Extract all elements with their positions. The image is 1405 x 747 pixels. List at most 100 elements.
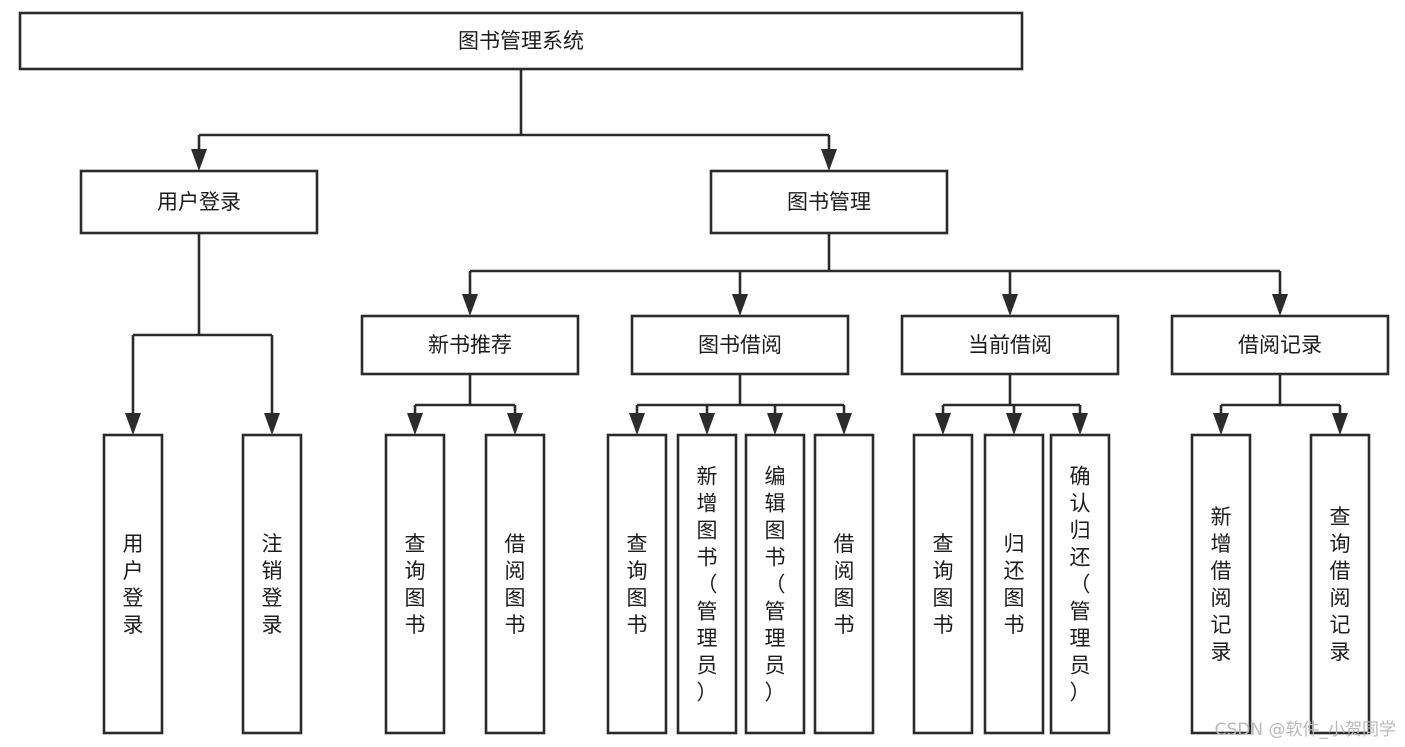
- node-borrow-record[interactable]: 借阅记录: [1170, 314, 1390, 376]
- arrow-head-icon: [191, 149, 207, 171]
- node-borrow-record-label: 借阅记录: [1238, 333, 1322, 357]
- node-root[interactable]: 图书管理系统: [18, 11, 1024, 71]
- node-leaf-confirm-return-admin-box[interactable]: [1049, 433, 1111, 735]
- node-leaf-query-book-rec-label-char-0: 查: [405, 532, 426, 556]
- node-leaf-query-book-current-label-char-1: 询: [933, 559, 954, 583]
- node-leaf-query-book-rec-box[interactable]: [384, 433, 446, 735]
- node-leaf-logout-label-char-3: 录: [262, 613, 283, 637]
- node-leaf-confirm-return-admin-label-char-8: ）: [1070, 681, 1091, 705]
- node-leaf-confirm-return-admin-label-char-2: 归: [1070, 519, 1091, 543]
- node-leaf-edit-book-admin-label-char-5: 管: [765, 600, 786, 624]
- node-leaf-return-book-label-char-2: 图: [1004, 586, 1025, 610]
- node-leaf-add-book-admin-label-char-2: 图: [697, 519, 718, 543]
- node-new-book-recommend-box[interactable]: [360, 314, 580, 376]
- node-leaf-borrow-book-label-char-2: 图: [834, 586, 855, 610]
- arrow-head-icon: [629, 413, 645, 435]
- node-leaf-query-book-current-box[interactable]: [912, 433, 974, 735]
- node-leaf-edit-book-admin-label-char-7: 员: [765, 654, 786, 678]
- node-leaf-edit-book-admin-label-char-1: 辑: [765, 492, 786, 516]
- node-leaf-query-book-rec-label-char-1: 询: [405, 559, 426, 583]
- node-leaf-logout-box[interactable]: [241, 433, 303, 735]
- arrow-head-icon: [125, 413, 141, 435]
- node-leaf-return-book-box[interactable]: [983, 433, 1045, 735]
- node-leaf-edit-book-admin-label-char-4: （: [765, 573, 786, 597]
- node-leaf-query-borrow-record-label-char-5: 录: [1330, 640, 1351, 664]
- node-borrow-record-box[interactable]: [1170, 314, 1390, 376]
- node-leaf-confirm-return-admin-label-char-6: 理: [1070, 627, 1091, 651]
- node-leaf-query-borrow-record-label-char-3: 阅: [1330, 586, 1351, 610]
- node-book-borrow[interactable]: 图书借阅: [630, 314, 850, 376]
- node-current-borrow-box[interactable]: [900, 314, 1120, 376]
- node-book-management[interactable]: 图书管理: [709, 169, 949, 235]
- arrow-head-icon: [1332, 413, 1348, 435]
- node-leaf-query-borrow-record-label-char-0: 查: [1330, 505, 1351, 529]
- node-leaf-edit-book-admin-label-char-2: 图: [765, 519, 786, 543]
- node-leaf-add-book-admin-box[interactable]: [676, 433, 738, 735]
- node-leaf-user-login-label-char-2: 登: [123, 586, 144, 610]
- node-leaf-user-login[interactable]: 用户登录: [102, 433, 164, 735]
- node-leaf-add-borrow-record-label-char-1: 增: [1211, 532, 1232, 556]
- arrow-head-icon: [407, 413, 423, 435]
- node-root-box[interactable]: [18, 11, 1024, 71]
- node-leaf-add-book-admin-label-char-3: 书: [697, 546, 718, 570]
- node-leaf-query-book-current-label-char-0: 查: [933, 532, 954, 556]
- node-current-borrow[interactable]: 当前借阅: [900, 314, 1120, 376]
- node-user-login-box[interactable]: [79, 169, 319, 235]
- node-leaf-add-borrow-record-box[interactable]: [1190, 433, 1252, 735]
- node-leaf-edit-book-admin-box[interactable]: [744, 433, 806, 735]
- arrow-head-icon: [1272, 294, 1288, 316]
- node-new-book-recommend[interactable]: 新书推荐: [360, 314, 580, 376]
- arrow-head-icon: [732, 294, 748, 316]
- node-leaf-user-login-label-char-1: 户: [123, 559, 144, 583]
- node-leaf-query-book-rec-label-char-3: 书: [405, 613, 426, 637]
- node-leaf-borrow-book-rec-label-char-3: 书: [505, 613, 526, 637]
- connector-edges: [125, 69, 1348, 435]
- node-leaf-add-borrow-record-label-char-3: 阅: [1211, 586, 1232, 610]
- node-book-borrow-box[interactable]: [630, 314, 850, 376]
- node-leaf-add-book-admin-label-char-1: 增: [697, 492, 718, 516]
- arrow-head-icon: [935, 413, 951, 435]
- arrow-head-icon: [699, 413, 715, 435]
- node-leaf-borrow-book-rec-label-char-0: 借: [505, 532, 526, 556]
- node-leaf-query-borrow-record-box[interactable]: [1309, 433, 1371, 735]
- node-user-login[interactable]: 用户登录: [79, 169, 319, 235]
- node-book-management-label: 图书管理: [787, 190, 871, 214]
- node-book-management-box[interactable]: [709, 169, 949, 235]
- arrow-head-icon: [821, 149, 837, 171]
- arrow-head-icon: [1072, 413, 1088, 435]
- node-leaf-query-book-current-label-char-2: 图: [933, 586, 954, 610]
- node-leaf-add-book-admin-label-char-0: 新: [697, 465, 718, 489]
- node-leaf-confirm-return-admin-label-char-7: 员: [1070, 654, 1091, 678]
- node-leaf-add-book-admin-label-char-4: （: [697, 573, 718, 597]
- node-leaf-user-login-box[interactable]: [102, 433, 164, 735]
- node-leaf-query-borrow-record-label-char-4: 记: [1330, 613, 1351, 637]
- node-leaf-query-borrow-record-label-char-1: 询: [1330, 532, 1351, 556]
- arrow-head-icon: [264, 413, 280, 435]
- node-leaf-add-borrow-record-label-char-0: 新: [1211, 505, 1232, 529]
- node-leaf-query-book-borrow-label-char-1: 询: [627, 559, 648, 583]
- node-leaf-query-book-borrow-box[interactable]: [606, 433, 668, 735]
- node-leaf-return-book-label-char-0: 归: [1004, 532, 1025, 556]
- node-user-login-label: 用户登录: [157, 190, 241, 214]
- node-leaf-borrow-book-rec-box[interactable]: [484, 433, 546, 735]
- node-leaf-borrow-book-rec-label-char-2: 图: [505, 586, 526, 610]
- node-new-book-recommend-label: 新书推荐: [428, 333, 512, 357]
- node-leaf-add-book-admin-label-char-6: 理: [697, 627, 718, 651]
- node-leaf-logout-label-char-1: 销: [262, 559, 283, 583]
- node-leaf-borrow-book-box[interactable]: [813, 433, 875, 735]
- node-root-label: 图书管理系统: [458, 29, 584, 53]
- node-leaf-query-book-borrow-label-char-3: 书: [627, 613, 648, 637]
